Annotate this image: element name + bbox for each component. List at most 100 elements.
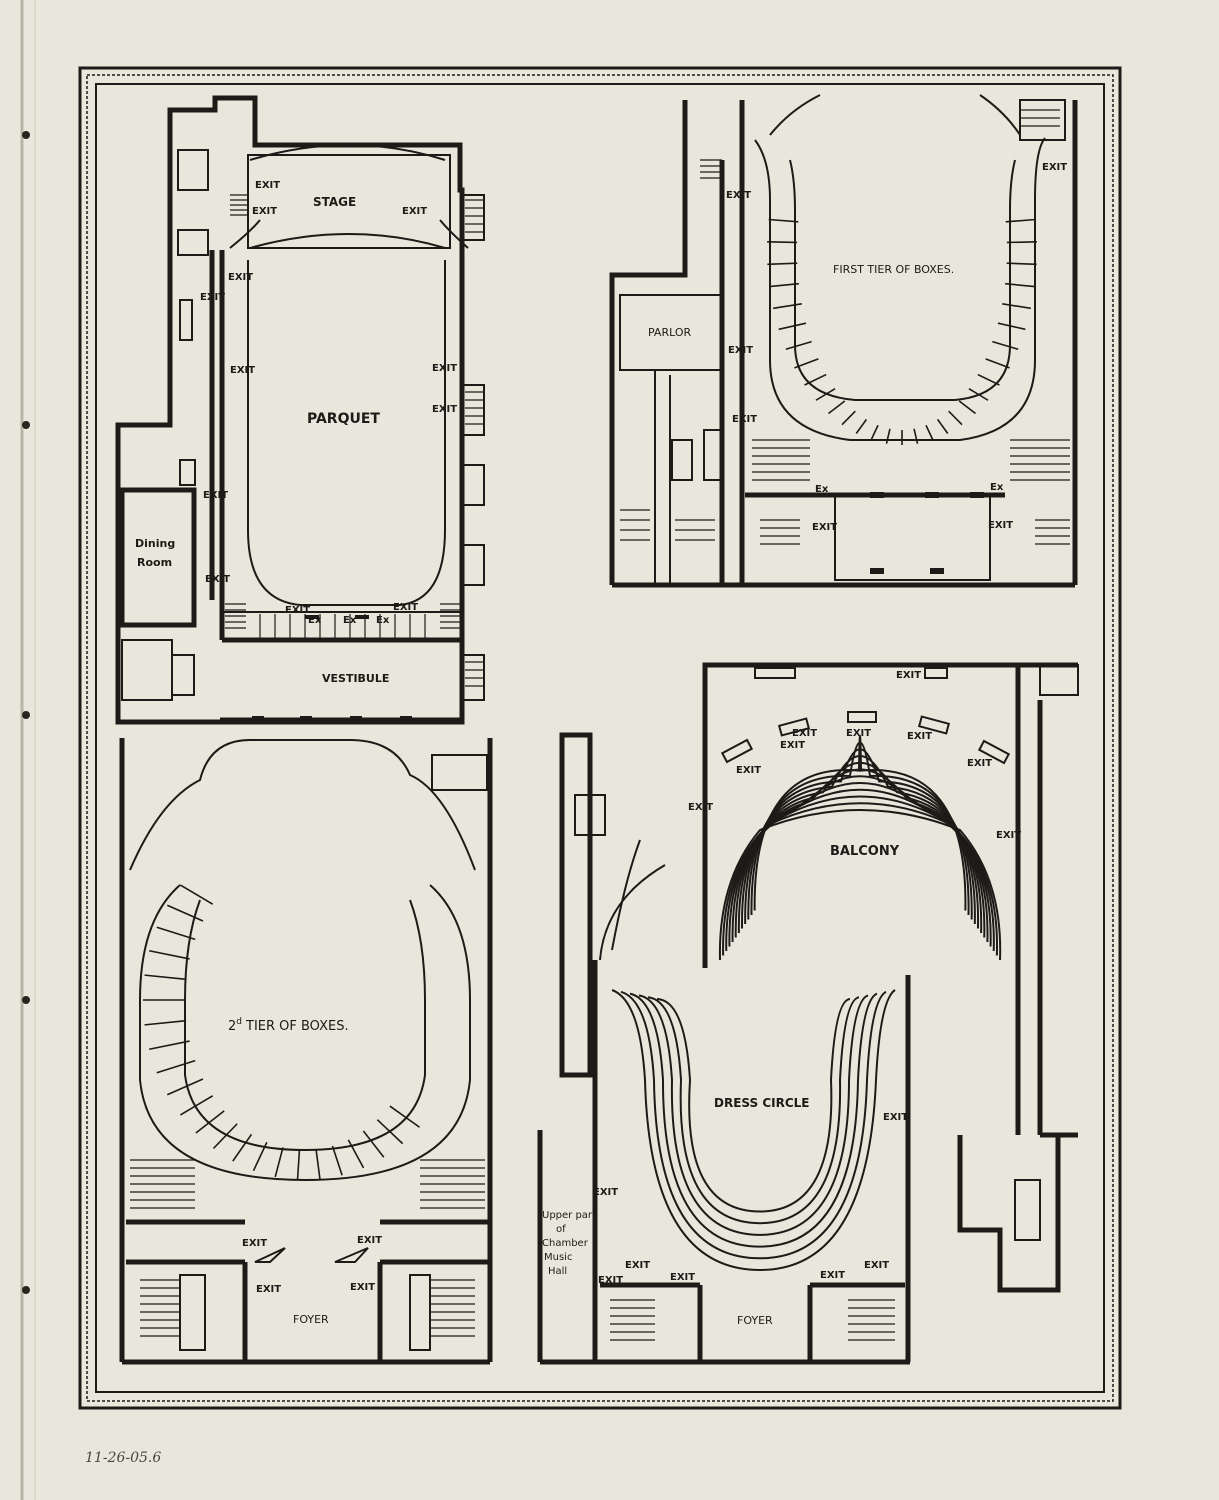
exit-label: EXIT [996, 830, 1021, 841]
parlor-label: PARLOR [648, 326, 691, 339]
exit-label: EXIT [736, 765, 761, 776]
exit-label: EXIT [252, 206, 277, 217]
exit-label: EXIT [285, 605, 310, 616]
seating-row [629, 992, 878, 1248]
exit-label: EXIT [205, 574, 230, 585]
box-partition [156, 1059, 196, 1074]
seating-row [722, 802, 999, 956]
seating-row [731, 782, 989, 943]
seating-row [728, 788, 992, 947]
ex-label: Ex [343, 615, 357, 626]
box-partition [195, 1110, 225, 1134]
box-partition [936, 418, 949, 434]
seating-row [753, 734, 967, 911]
exit-label: EXIT [812, 522, 837, 533]
box-partition [144, 1019, 187, 1026]
box-partition [1005, 282, 1035, 288]
exit-label: EXIT [732, 414, 757, 425]
svg-text:Chamber: Chamber [542, 1238, 589, 1249]
ex-label: Ex [308, 615, 322, 626]
box-partition [794, 358, 819, 369]
exit-label: EXIT [593, 1187, 618, 1198]
exit-label: EXIT [357, 1235, 382, 1246]
box-partition [252, 1141, 268, 1172]
box-partition [997, 322, 1026, 331]
exit-label: EXIT [432, 404, 457, 415]
seating-row [747, 748, 973, 920]
dining-room-label: Dining [135, 537, 175, 550]
box-partition [179, 1095, 214, 1116]
exit-label: EXIT [203, 490, 228, 501]
seating-row [744, 755, 976, 925]
box-partition [296, 1149, 301, 1180]
exit-label: EXIT [988, 520, 1013, 531]
exit-label: EXIT [967, 758, 992, 769]
box-partition [958, 400, 977, 415]
box-partition [815, 388, 836, 401]
exit-label: EXIT [256, 1284, 281, 1295]
chamber-music-hall-note: Upper part of Chamber Music Hall [542, 1210, 596, 1277]
box-partition [166, 1078, 204, 1096]
exit-label: EXIT [393, 602, 418, 613]
box-partition [179, 884, 214, 905]
box-partition [144, 974, 187, 981]
box-partition [376, 1119, 404, 1145]
exit-label: EXIT [625, 1260, 650, 1271]
box-partition [841, 410, 856, 426]
exit-label: EXIT [255, 180, 280, 191]
box-partition [149, 949, 190, 960]
box-partition [855, 418, 868, 434]
svg-text:Music: Music [544, 1252, 572, 1263]
box-partition [948, 410, 963, 426]
archive-margin-note: 11-26-05.6 [85, 1450, 161, 1466]
box-partition [389, 1105, 421, 1128]
box-partition [827, 400, 846, 415]
box-partition [331, 1145, 343, 1176]
box-partition [1006, 241, 1037, 244]
exit-label: EXIT [598, 1275, 623, 1286]
ex-label: Ex [990, 482, 1004, 493]
exit-label: EXIT [350, 1282, 375, 1293]
ex-label: Ex [376, 615, 390, 626]
box-partition [773, 303, 802, 310]
box-partition [362, 1130, 385, 1158]
ex-label: Ex [815, 484, 829, 495]
box-partition [985, 358, 1010, 369]
box-partition [767, 262, 798, 266]
exit-label: EXIT [728, 345, 753, 356]
exit-label: EXIT [846, 728, 871, 739]
exit-label: EXIT [883, 1112, 908, 1123]
first-tier-title: FIRST TIER OF BOXES. [833, 263, 954, 276]
exit-label: EXIT [432, 363, 457, 374]
exit-label: EXIT [228, 272, 253, 283]
dining-room-label: Room [137, 556, 172, 569]
exit-label: EXIT [907, 731, 932, 742]
box-partition [347, 1139, 365, 1169]
box-partition [1002, 303, 1031, 310]
stage-label: STAGE [313, 195, 356, 209]
svg-text:Upper part: Upper part [542, 1210, 596, 1221]
box-partition [232, 1133, 253, 1162]
box-partition [925, 424, 934, 441]
exit-label: EXIT [726, 190, 751, 201]
exit-label: EXIT [792, 728, 817, 739]
exit-label: EXIT [670, 1272, 695, 1283]
exit-label: EXIT [230, 365, 255, 376]
page-border [78, 66, 1122, 1410]
parquet-plan: EXIT EXIT EXIT EXIT EXIT EXIT EXIT EXIT … [115, 95, 485, 725]
exit-label: EXIT [1042, 162, 1067, 173]
exit-label: EXIT [864, 1260, 889, 1271]
seating-row [620, 990, 887, 1260]
exit-label: EXIT [896, 670, 921, 681]
exit-label: EXIT [688, 802, 713, 813]
binding-edge [20, 0, 36, 1500]
seating-row [611, 989, 896, 1272]
box-partition [913, 428, 919, 444]
box-partition [968, 388, 989, 401]
box-partition [149, 1040, 190, 1051]
box-partition [977, 373, 1000, 386]
foyer-label: FOYER [737, 1314, 773, 1327]
